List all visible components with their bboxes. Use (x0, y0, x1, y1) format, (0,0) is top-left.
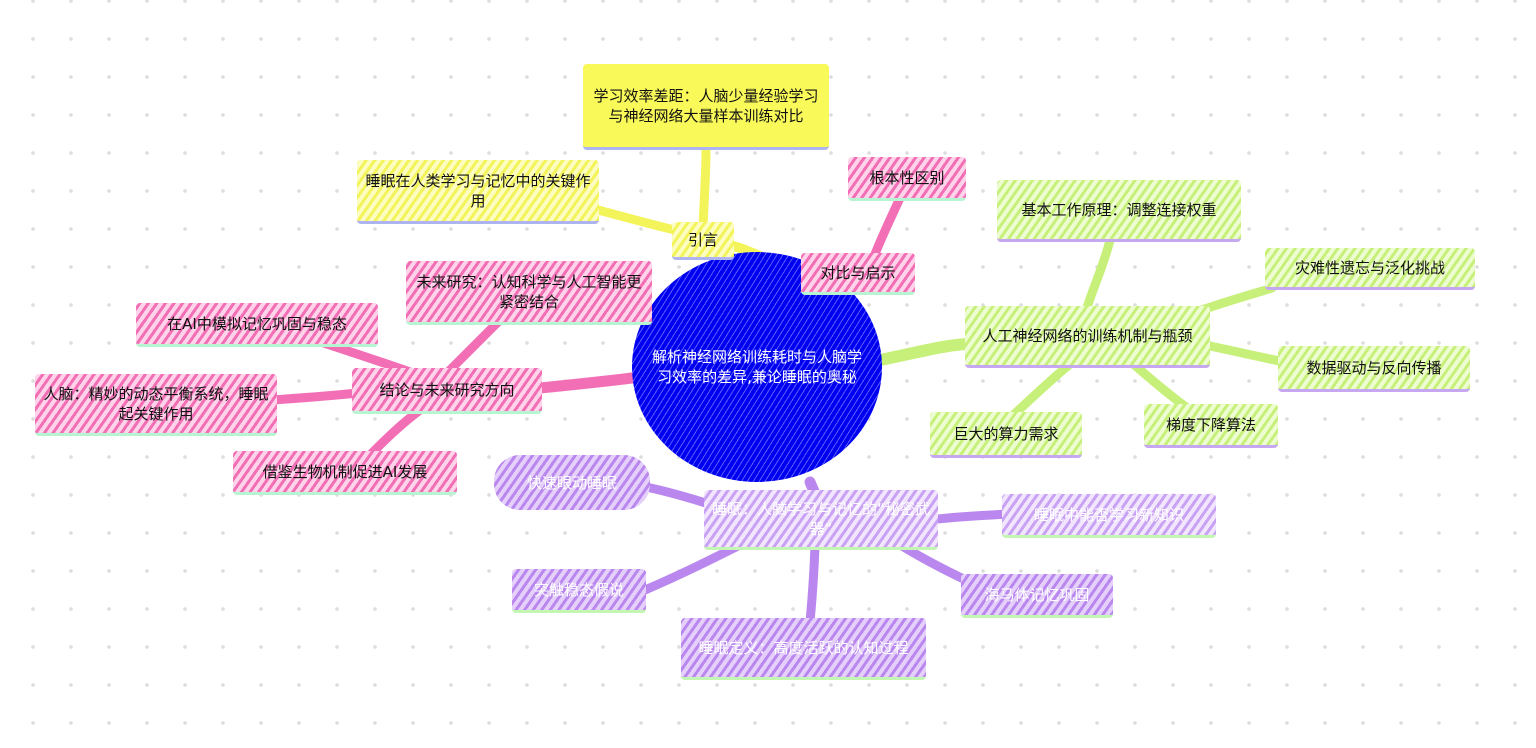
link-conclusion-brain (267, 388, 363, 405)
link-root-neural (874, 338, 972, 366)
backprop-node[interactable]: 数据驱动与反向传播 (1278, 346, 1470, 392)
efficiency-gap-node[interactable]: 学习效率差距：人脑少量经验学习与神经网络大量样本训练对比 (583, 64, 829, 150)
working-principle-node[interactable]: 基本工作原理：调整连接权重 (997, 180, 1241, 242)
brain-balance-label: 人脑：精妙的动态平衡系统，睡眠起关键作用 (43, 384, 269, 423)
neural-node[interactable]: 人工神经网络的训练机制与瓶颈 (965, 306, 1210, 368)
fundamental-difference-node[interactable]: 根本性区别 (848, 157, 966, 201)
catastrophic-forgetting-label: 灾难性遗忘与泛化挑战 (1294, 258, 1445, 277)
link-sleep-rem (641, 482, 717, 510)
sleep-role-node[interactable]: 睡眠在人类学习与记忆中的关键作用 (357, 160, 599, 224)
sleep-definition-node[interactable]: 睡眠定义：高度活跃的认知过程 (681, 618, 926, 680)
hippocampus-label: 海马体记忆巩固 (984, 585, 1090, 604)
simulate-consolidation-label: 在AI中模拟记忆巩固与稳态 (167, 314, 347, 333)
learning-in-sleep-label: 睡眠中能否学习新知识 (1033, 505, 1184, 524)
conclusion-node[interactable]: 结论与未来研究方向 (352, 368, 542, 414)
sleep-node[interactable]: 睡眠：人脑学习与记忆的“秘密武器” (704, 490, 938, 550)
learning-in-sleep-node[interactable]: 睡眠中能否学习新知识 (1002, 494, 1216, 538)
rem-sleep-node[interactable]: 快速眼动睡眠 (494, 455, 650, 510)
simulate-consolidation-node[interactable]: 在AI中模拟记忆巩固与稳态 (136, 303, 378, 347)
compare-node[interactable]: 对比与启示 (801, 253, 915, 295)
link-intro-efficiency (698, 145, 711, 233)
fundamental-difference-label: 根本性区别 (869, 168, 945, 187)
bio-mechanism-node[interactable]: 借鉴生物机制促进AI发展 (233, 451, 457, 495)
neural-label: 人工神经网络的训练机制与瓶颈 (982, 326, 1193, 345)
rem-sleep-label: 快速眼动睡眠 (526, 473, 617, 492)
link-neural-compute (1005, 355, 1080, 423)
working-principle-label: 基本工作原理：调整连接权重 (1021, 200, 1217, 219)
compute-demand-label: 巨大的算力需求 (953, 424, 1059, 443)
link-neural-principle (1080, 235, 1115, 319)
sleep-definition-label: 睡眠定义：高度活跃的认知过程 (698, 638, 909, 657)
future-research-label: 未来研究：认知科学与人工智能更紧密结合 (416, 272, 642, 311)
sleep-label: 睡眠：人脑学习与记忆的“秘密武器” (712, 499, 930, 538)
efficiency-gap-label: 学习效率差距：人脑少量经验学习与神经网络大量样本训练对比 (593, 86, 819, 125)
catastrophic-forgetting-node[interactable]: 灾难性遗忘与泛化挑战 (1265, 248, 1475, 290)
intro-node[interactable]: 引言 (672, 222, 734, 260)
bio-mechanism-label: 借鉴生物机制促进AI发展 (262, 462, 428, 481)
hippocampus-node[interactable]: 海马体记忆巩固 (961, 574, 1113, 618)
intro-label: 引言 (687, 230, 718, 249)
backprop-label: 数据驱动与反向传播 (1306, 358, 1442, 377)
link-sleep-definition (805, 540, 820, 627)
link-conclusion-bio (365, 405, 425, 460)
link-root-conclusion (534, 372, 638, 394)
compute-demand-node[interactable]: 巨大的算力需求 (930, 412, 1082, 458)
compare-label: 对比与启示 (820, 263, 896, 282)
brain-balance-node[interactable]: 人脑：精妙的动态平衡系统，睡眠起关键作用 (35, 374, 277, 436)
synaptic-homeostasis-node[interactable]: 突触稳态假说 (512, 569, 646, 613)
root-label: 解析神经网络训练耗时与人脑学习效率的差异,兼论睡眠的奥秘 (651, 348, 862, 386)
future-research-node[interactable]: 未来研究：认知科学与人工智能更紧密结合 (406, 261, 652, 325)
synaptic-homeostasis-label: 突触稳态假说 (533, 580, 624, 599)
sleep-role-label: 睡眠在人类学习与记忆中的关键作用 (365, 171, 591, 210)
link-sleep-synaptic (640, 540, 745, 595)
gradient-descent-node[interactable]: 梯度下降算法 (1144, 404, 1278, 448)
conclusion-label: 结论与未来研究方向 (379, 380, 515, 399)
link-sleep-newknowledge (925, 509, 1011, 525)
link-neural-backprop (1195, 339, 1289, 367)
gradient-descent-label: 梯度下降算法 (1165, 415, 1256, 434)
